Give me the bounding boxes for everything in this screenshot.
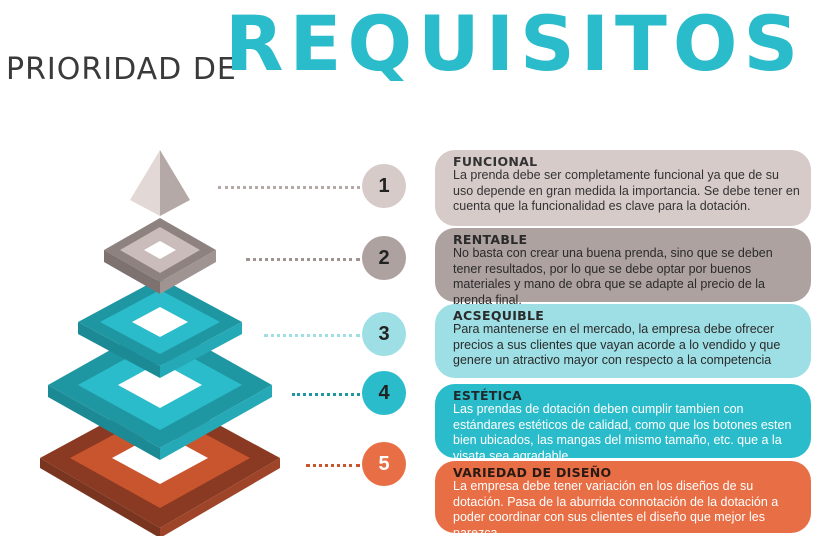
requirement-text: Las prendas de dotación deben cumplir ta… xyxy=(453,402,792,463)
requirement-box-3: ACSEQUIBLE Para mantenerse en el mercado… xyxy=(435,304,811,378)
connector-5 xyxy=(306,464,360,467)
requirement-text: La empresa debe tener variación en los d… xyxy=(453,479,779,540)
requirement-box-2: RENTABLE No basta con crear una buena pr… xyxy=(435,228,811,307)
requirement-title: FUNCIONAL xyxy=(453,154,538,169)
connector-1 xyxy=(218,186,360,189)
requirement-box-1: FUNCIONAL La prenda debe ser completamen… xyxy=(435,150,811,226)
number-circle-5: 5 xyxy=(362,442,406,486)
requirement-box-4: ESTÉTICA Las prendas de dotación deben c… xyxy=(435,384,811,463)
number-circle-1: 1 xyxy=(362,164,406,208)
requirement-title: VARIEDAD DE DISEÑO xyxy=(453,465,612,480)
connector-2 xyxy=(246,258,360,261)
requirement-title: ESTÉTICA xyxy=(453,388,523,403)
number-circle-2: 2 xyxy=(362,236,406,280)
requirement-box-5: VARIEDAD DE DISEÑO La empresa debe tener… xyxy=(435,461,811,540)
title-prefix: PRIORIDAD DE xyxy=(6,52,237,87)
requirement-text: La prenda debe ser completamente funcion… xyxy=(453,168,800,213)
pyramid-level-4 xyxy=(48,322,272,460)
title-main: REQUISITOS xyxy=(225,0,805,88)
requirement-text: Para mantenerse en el mercado, la empres… xyxy=(453,322,781,367)
pyramid-level-2 xyxy=(104,218,216,294)
number-circle-4: 4 xyxy=(362,371,406,415)
requirement-text: No basta con crear una buena prenda, sin… xyxy=(453,246,773,307)
pyramid-level-1 xyxy=(130,150,190,216)
connector-4 xyxy=(292,393,360,396)
connector-3 xyxy=(264,334,360,337)
pyramid-level-3 xyxy=(78,278,242,378)
requirement-title: RENTABLE xyxy=(453,232,528,247)
requirement-title: ACSEQUIBLE xyxy=(453,308,545,323)
number-circle-3: 3 xyxy=(362,312,406,356)
